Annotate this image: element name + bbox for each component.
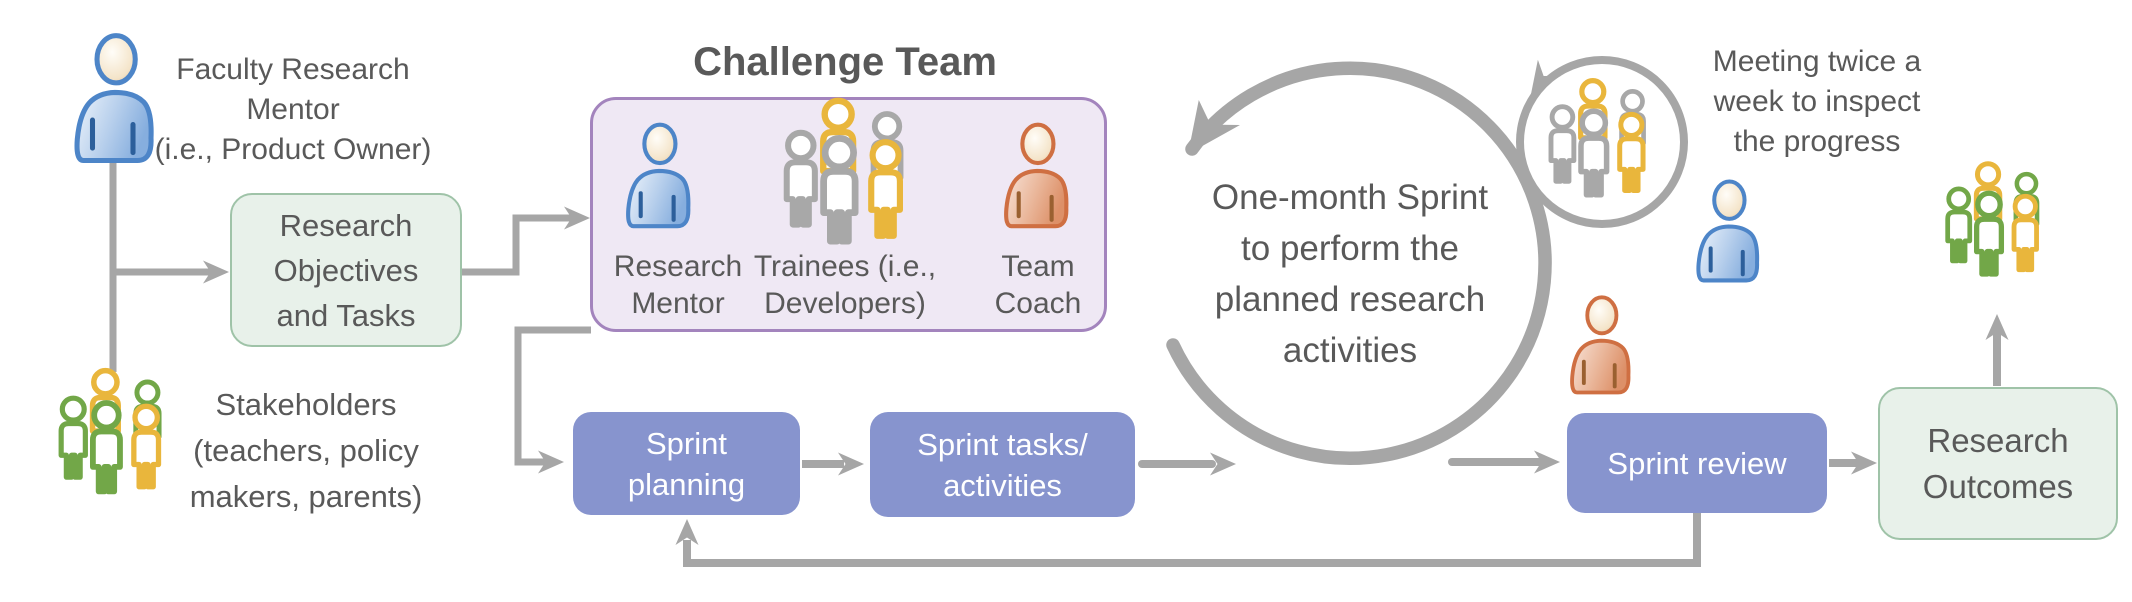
group-member	[93, 403, 120, 491]
arrowheads	[203, 59, 2009, 545]
meeting-person-blue-icon	[1697, 177, 1760, 284]
sprint-review-label: Sprint review	[1607, 445, 1787, 481]
research-outcomes-label: Research Outcomes	[1922, 421, 2074, 505]
faculty-mentor-label: Faculty Research Mentor (i.e., Product O…	[154, 53, 432, 166]
group-member	[1581, 111, 1607, 195]
group-member	[1620, 114, 1643, 190]
arrowhead-icon	[1534, 450, 1560, 474]
research-mentor-label: Research Mentor	[613, 250, 743, 320]
team-coach-person-orange-icon	[1005, 120, 1069, 230]
arrowhead-icon	[203, 260, 229, 284]
sprint-review-box: Sprint review	[1567, 413, 1827, 513]
stakeholders-label: Stakeholders (teachers, policy makers, p…	[189, 387, 423, 514]
group-member	[61, 398, 85, 477]
group-member	[871, 142, 900, 236]
stakeholders-group-icon	[57, 370, 169, 499]
research-objectives-label: Research Objectives and Tasks	[273, 207, 419, 333]
arrowhead-icon	[538, 450, 564, 474]
line-team-to-planning	[514, 326, 591, 466]
group-member	[1551, 107, 1574, 182]
group-member	[1977, 193, 2002, 274]
sprint-tasks-box: Sprint tasks/ activities	[870, 412, 1135, 517]
meeting-cycle-arrowhead-icon	[1531, 59, 1561, 94]
arrowhead-icon	[1851, 451, 1877, 475]
sprint-tasks-label: Sprint tasks/ activities	[917, 426, 1088, 503]
team-coach-label: Team Coach	[994, 250, 1082, 320]
challenge-team-title: Challenge Team	[693, 40, 997, 84]
arrowhead-icon	[564, 206, 590, 230]
meeting-note-label: Meeting twice a week to inspect the prog…	[1712, 45, 1922, 158]
research-outcomes-box: Research Outcomes	[1878, 387, 2118, 540]
group-member	[787, 133, 815, 225]
outcomes-group-icon	[1944, 163, 2046, 281]
research-mentor-person-blue-icon	[627, 120, 691, 230]
trainees-label: Trainees (i.e., Developers)	[753, 250, 937, 320]
group-member	[1948, 189, 1970, 261]
group-member	[134, 406, 159, 486]
sprint-cycle-circle	[1166, 61, 1552, 465]
sprint-planning-box: Sprint planning	[573, 412, 800, 515]
arrowhead-icon	[1985, 314, 2009, 340]
arrowhead-icon	[838, 452, 864, 476]
review-person-orange-icon	[1570, 295, 1631, 395]
arrowhead-icon	[675, 519, 699, 545]
line-objectives-to-team	[462, 214, 576, 276]
research-objectives-box: Research Objectives and Tasks	[230, 193, 462, 347]
arrowhead-icon	[1210, 452, 1236, 476]
sprint-planning-label: Sprint planning	[627, 425, 746, 502]
sprint-cycle-label: One-month Sprint to perform the planned …	[1211, 178, 1489, 370]
trainees-group-icon	[782, 100, 912, 250]
group-member	[824, 138, 856, 241]
group-member	[2014, 196, 2037, 269]
sprint-cycle-arrowhead-icon	[1188, 100, 1240, 154]
faculty-person-blue-icon	[75, 30, 155, 165]
meeting-group-icon	[1547, 80, 1653, 202]
line-feedback-review-to-planning	[683, 513, 1701, 567]
